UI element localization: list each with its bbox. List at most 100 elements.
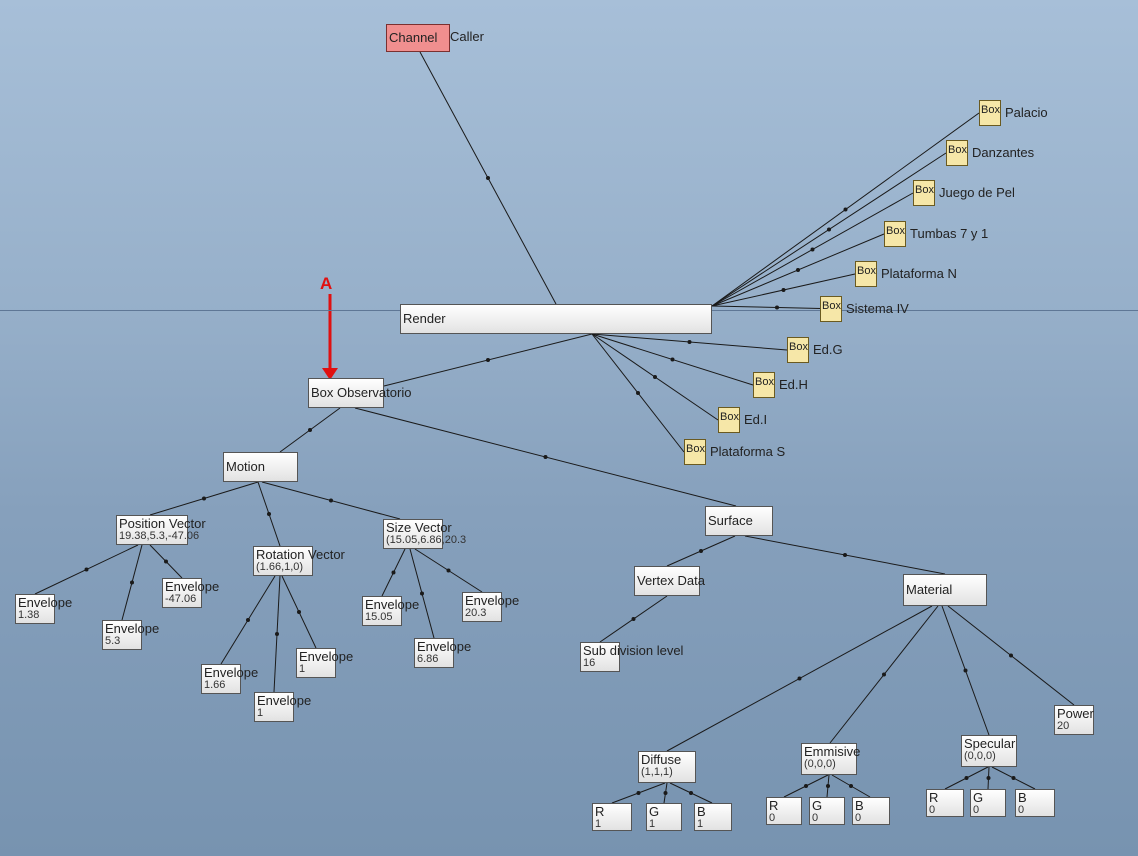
box-node-ed-h[interactable]: Box: [753, 372, 775, 398]
channel-caller-node[interactable]: Channel: [386, 24, 450, 52]
position-vector-node[interactable]: Position Vector 19.38,5.3,-47.06: [116, 515, 206, 545]
specular-label: Specular: [964, 736, 1016, 751]
channel-label: R: [929, 790, 939, 805]
envelope-value: 1: [257, 707, 264, 719]
wire-arrow: [797, 676, 802, 681]
wire-arrow: [849, 784, 853, 788]
envelope-label: Envelope: [165, 579, 220, 594]
diffuse-node[interactable]: Diffuse (1,1,1): [638, 751, 696, 783]
wire-arrow: [687, 340, 692, 344]
box-node-ed-i[interactable]: Box: [718, 407, 740, 433]
wire-arrow: [827, 227, 831, 232]
wire-arrow: [164, 559, 168, 564]
box-node-plataforma-s[interactable]: Box: [684, 439, 706, 465]
box-node-icon-label: Box: [686, 443, 705, 455]
surface-node[interactable]: Surface: [705, 506, 773, 536]
envelope-value: 20.3: [465, 607, 487, 619]
wire-arrow: [543, 455, 548, 459]
rotation-vector-node[interactable]: Rotation Vector (1.66,1,0): [253, 546, 345, 576]
wire-arrow: [275, 632, 279, 636]
box-node-icon-label: Box: [755, 376, 774, 388]
envelope-node[interactable]: Envelope-47.06: [162, 578, 219, 608]
motion-node[interactable]: Motion: [223, 452, 298, 482]
envelope-label: Envelope: [18, 595, 73, 610]
wire-arrow: [963, 668, 968, 673]
render-node[interactable]: Render: [400, 304, 712, 334]
box-node-ed-g[interactable]: Box: [787, 337, 809, 363]
wire-arrow: [1011, 776, 1016, 780]
box-node-danzantes[interactable]: Box: [946, 140, 968, 166]
wire-arrow: [964, 776, 969, 780]
wire-arrow: [689, 791, 693, 795]
wire-arrow: [810, 247, 815, 252]
channel-value: 0: [855, 812, 862, 824]
wire-arrow: [446, 568, 451, 573]
box-node-juego-de-pel[interactable]: Box: [913, 180, 935, 206]
wire-arrow: [636, 391, 640, 395]
box-node-icon-label: Box: [720, 411, 739, 423]
subdivision-node[interactable]: Sub division level 16: [580, 642, 683, 672]
wire-arrow: [84, 567, 89, 572]
power-label: Power: [1057, 706, 1094, 721]
envelope-label: Envelope: [204, 665, 259, 680]
wire-arrow: [1009, 653, 1013, 658]
box-observatorio-node[interactable]: Box Observatorio: [308, 378, 411, 408]
envelope-value: 5.3: [105, 635, 121, 647]
box-name-ed-g: Ed.G: [813, 342, 843, 357]
power-node[interactable]: Power 20: [1054, 705, 1094, 735]
box-node-plataforma-n[interactable]: Box: [855, 261, 877, 287]
box-name-ed-h: Ed.H: [779, 377, 808, 392]
wire-arrow: [486, 358, 490, 362]
box-node-icon-label: Box: [822, 300, 841, 312]
box-name-danzantes: Danzantes: [972, 145, 1035, 160]
wire-arrow: [246, 618, 250, 622]
channel-value: 0: [929, 804, 936, 816]
box-node-palacio[interactable]: Box: [979, 100, 1001, 126]
wire-arrow: [986, 776, 991, 780]
envelope-value: 1.38: [18, 609, 40, 621]
box-node-sistema-iv[interactable]: Box: [820, 296, 842, 322]
box-node-tumbas[interactable]: Box: [884, 221, 906, 247]
box-node-icon-label: Box: [789, 341, 808, 353]
position-vector-value: 19.38,5.3,-47.06: [119, 530, 200, 542]
channel-node-label: Channel: [389, 30, 438, 45]
envelope-label: Envelope: [299, 649, 354, 664]
envelope-label: Envelope: [465, 593, 520, 608]
channel-value: 0: [973, 804, 980, 816]
emmisive-node[interactable]: Emmisive (0,0,0): [801, 743, 860, 775]
channel-label: B: [855, 798, 864, 813]
vertex-data-node[interactable]: Vertex Data: [634, 566, 705, 596]
wire-arrow: [670, 357, 675, 362]
wire-arrow: [486, 176, 490, 180]
specular-node[interactable]: Specular (0,0,0): [961, 735, 1017, 767]
box-node-icon-label: Box: [981, 104, 1000, 116]
wire-arrow: [130, 580, 134, 585]
annotation-label-a: A: [320, 274, 333, 293]
wire-arrow: [267, 512, 271, 516]
motion-node-label: Motion: [226, 459, 266, 474]
size-vector-node[interactable]: Size Vector (15.05,6.86,20.3: [383, 519, 466, 549]
envelope-label: Envelope: [105, 621, 160, 636]
power-value: 20: [1057, 720, 1070, 732]
material-node[interactable]: Material: [903, 574, 987, 606]
surface-node-label: Surface: [708, 513, 753, 528]
